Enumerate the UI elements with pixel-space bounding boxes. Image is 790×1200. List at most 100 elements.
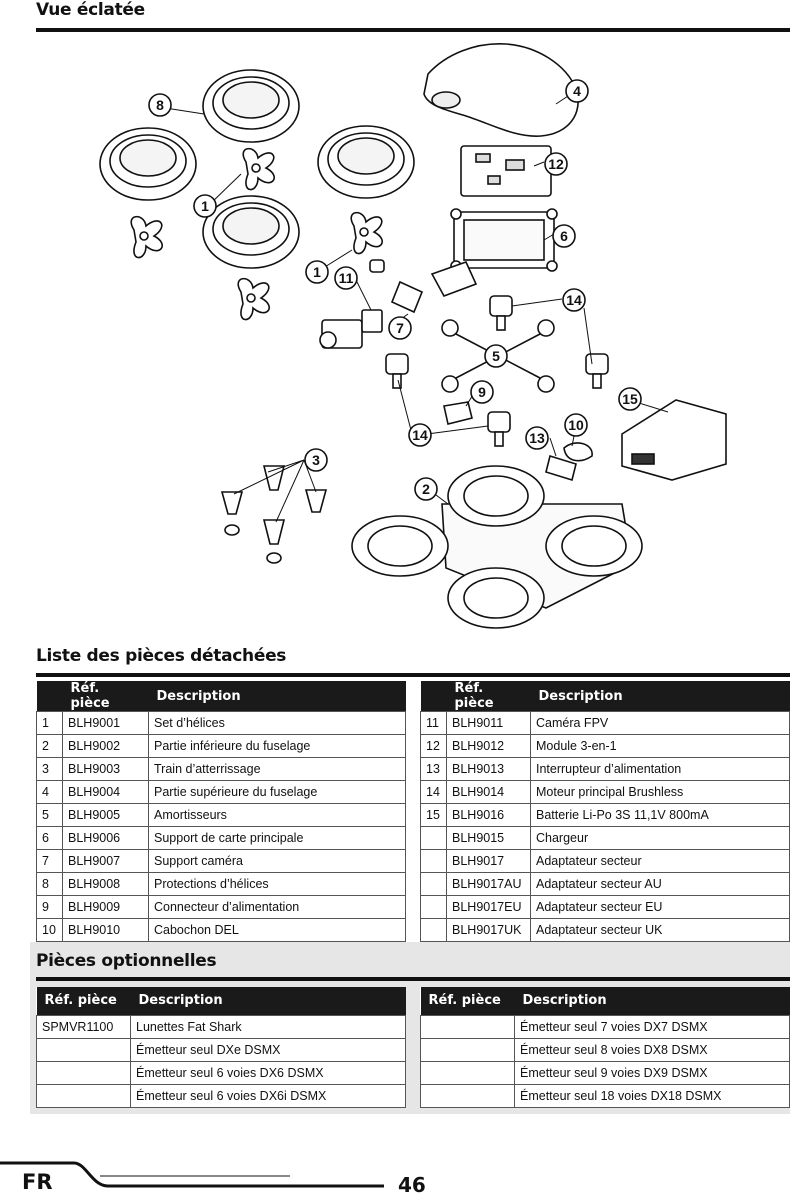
cell-desc: Émetteur seul 9 voies DX9 DSMX	[514, 1060, 790, 1085]
cell-desc: Lunettes Fat Shark	[130, 1014, 406, 1039]
cell-ref: BLH9014	[446, 780, 531, 804]
cell-n	[420, 826, 447, 850]
cell-ref: BLH9012	[446, 734, 531, 758]
cell-n: 11	[420, 711, 447, 735]
callout-label: 14	[566, 292, 582, 308]
cell-n: 15	[420, 803, 447, 827]
callout-label: 13	[529, 430, 545, 446]
cell-desc: Batterie Li-Po 3S 11,1V 800mA	[530, 803, 790, 827]
table-row: Émetteur seul DXe DSMX	[36, 1037, 406, 1062]
footer-tab-shape	[0, 1161, 384, 1188]
callout-10: 10	[564, 413, 588, 437]
cell-desc: Set d’hélices	[148, 711, 406, 735]
propeller	[237, 277, 270, 321]
cell-desc: Chargeur	[530, 826, 790, 850]
cell-ref: BLH9007	[62, 849, 149, 873]
callout-9: 9	[470, 380, 494, 404]
cell-ref: BLH9008	[62, 872, 149, 896]
propeller	[242, 147, 275, 191]
power-connector	[443, 401, 473, 425]
callout-label: 5	[492, 348, 500, 364]
cell-n	[420, 918, 447, 942]
cell-ref: BLH9017UK	[446, 918, 531, 942]
table-row: Émetteur seul 18 voies DX18 DSMX	[420, 1083, 790, 1108]
cell-desc: Émetteur seul DXe DSMX	[130, 1037, 406, 1062]
cell-ref: BLH9010	[62, 918, 149, 942]
callout-label: 1	[313, 264, 321, 280]
callout-label: 6	[560, 228, 568, 244]
cell-n: 8	[36, 872, 63, 896]
exploded-view-diagram: 8 4 12 1 6 1 11 14 7 5 9 15 14 13 10 3 2	[99, 43, 727, 629]
battery	[621, 399, 727, 481]
header-description: Description	[530, 681, 790, 712]
footer-language: FR	[22, 1170, 53, 1194]
header-description: Description	[130, 987, 406, 1015]
callout-label: 15	[622, 391, 638, 407]
callout-4: 4	[565, 79, 589, 103]
cell-n: 10	[36, 918, 63, 942]
header-ref: Réf. pièce	[420, 987, 515, 1015]
parts-list-title: Liste des pièces détachées	[36, 646, 287, 666]
cell-desc: Protections d’hélices	[148, 872, 406, 896]
cell-desc: Caméra FPV	[530, 711, 790, 735]
prop-guard	[202, 69, 300, 143]
table-header-row: Réf. pièce Description	[36, 987, 406, 1015]
table-header-row: Réf. pièce Description	[420, 987, 790, 1015]
cell-desc: Train d’atterrissage	[148, 757, 406, 781]
landing-gear	[220, 491, 244, 536]
cell-ref	[420, 1037, 515, 1062]
cell-ref: BLH9015	[446, 826, 531, 850]
header-number	[36, 681, 63, 712]
cell-n: 12	[420, 734, 447, 758]
title-rule	[36, 28, 790, 32]
cell-ref	[420, 1014, 515, 1039]
cell-ref	[420, 1060, 515, 1085]
callout-11: 11	[334, 266, 358, 290]
callout-label: 7	[396, 320, 404, 336]
cell-ref: BLH9011	[446, 711, 531, 735]
prop-guard	[317, 125, 415, 199]
cell-n	[420, 895, 447, 919]
callout-13: 13	[525, 426, 549, 450]
exploded-view-title: Vue éclatée	[36, 0, 145, 20]
cell-ref	[36, 1037, 131, 1062]
parts-list-rule	[36, 673, 790, 677]
callout-7: 7	[388, 316, 412, 340]
page-number: 46	[398, 1173, 426, 1197]
top-canopy	[423, 43, 579, 137]
header-number	[420, 681, 447, 712]
cell-desc: Module 3-en-1	[530, 734, 790, 758]
motor	[487, 411, 511, 447]
cell-desc: Émetteur seul 7 voies DX7 DSMX	[514, 1014, 790, 1039]
table-row: Émetteur seul 9 voies DX9 DSMX	[420, 1060, 790, 1085]
cell-desc: Connecteur d’alimentation	[148, 895, 406, 919]
cell-ref: BLH9009	[62, 895, 149, 919]
cell-ref: BLH9013	[446, 757, 531, 781]
callout-label: 14	[412, 427, 428, 443]
cell-desc: Émetteur seul 8 voies DX8 DSMX	[514, 1037, 790, 1062]
cell-ref: BLH9004	[62, 780, 149, 804]
table-header-row: Réf. pièce Description	[36, 681, 406, 712]
motor	[585, 353, 609, 389]
cell-desc: Adaptateur secteur	[530, 849, 790, 873]
header-description: Description	[148, 681, 406, 712]
motor	[385, 353, 409, 389]
callout-label: 11	[339, 270, 354, 286]
callout-2: 2	[414, 477, 438, 501]
callout-1: 1	[305, 260, 329, 284]
callout-6: 6	[552, 224, 576, 248]
cell-desc: Émetteur seul 6 voies DX6i DSMX	[130, 1083, 406, 1108]
cell-n: 7	[36, 849, 63, 873]
cell-ref	[420, 1083, 515, 1108]
